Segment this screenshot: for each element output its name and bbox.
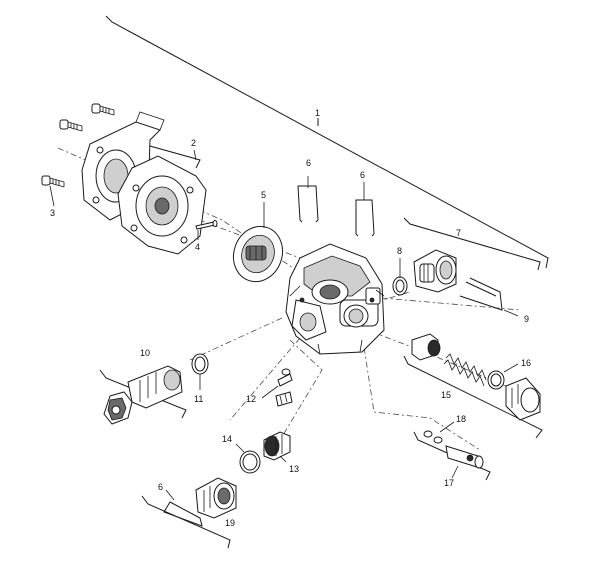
callout-1: 1 <box>315 108 320 118</box>
callout-9: 9 <box>524 314 529 324</box>
part-8-oring <box>392 276 408 296</box>
part-7-fitting <box>413 249 457 293</box>
assembly-1-bracket <box>105 15 549 269</box>
part-13-filter <box>263 431 291 461</box>
callout-14: 14 <box>222 434 232 444</box>
callout-6-right: 6 <box>360 170 365 180</box>
assembly-15-bracket <box>403 355 543 439</box>
assembly-7-bracket <box>403 217 541 271</box>
callout-2: 2 <box>191 138 196 148</box>
part-6-clip-left <box>297 185 319 223</box>
part-15-spring <box>443 353 487 387</box>
callout-labels: 1 2 3 4 5 6 6 7 8 9 10 11 12 13 14 15 16… <box>50 108 531 528</box>
callout-10: 10 <box>140 348 150 358</box>
callout-18: 18 <box>456 414 466 424</box>
callout-3: 3 <box>50 208 55 218</box>
callout-12: 12 <box>246 394 256 404</box>
part-10-valve <box>103 365 183 425</box>
callout-6-lower: 6 <box>158 482 163 492</box>
part-5-swash-plate <box>232 225 284 283</box>
part-2-cover-plate <box>117 155 207 255</box>
callout-5: 5 <box>261 190 266 200</box>
callout-4: 4 <box>195 242 200 252</box>
pump-body <box>285 243 385 355</box>
callout-13: 13 <box>289 464 299 474</box>
part-9-clip <box>459 277 503 311</box>
callout-8: 8 <box>397 246 402 256</box>
part-16-oring <box>487 370 505 390</box>
callout-11: 11 <box>194 394 203 404</box>
leader-lines <box>49 149 519 501</box>
callout-17: 17 <box>444 478 454 488</box>
assembly-19-bracket <box>141 495 231 549</box>
part-6-clip-lower <box>163 501 203 527</box>
callout-15: 15 <box>441 390 451 400</box>
callout-16: 16 <box>521 358 531 368</box>
part-18-rings <box>423 430 443 444</box>
part-4-pin <box>195 220 218 230</box>
part-15-piston <box>411 333 441 361</box>
part-6-clip-right <box>355 199 375 237</box>
callout-6-left: 6 <box>306 158 311 168</box>
part-16-cap <box>505 377 541 421</box>
part-3-bolts <box>41 103 115 188</box>
part-11-oring <box>191 353 209 375</box>
part-12-screws <box>275 368 293 407</box>
part-14-oring <box>239 450 261 474</box>
callout-19: 19 <box>225 518 235 528</box>
part-17-shaft <box>445 445 484 469</box>
part-19-outlet-fitting <box>195 477 237 519</box>
callout-7: 7 <box>456 228 461 238</box>
